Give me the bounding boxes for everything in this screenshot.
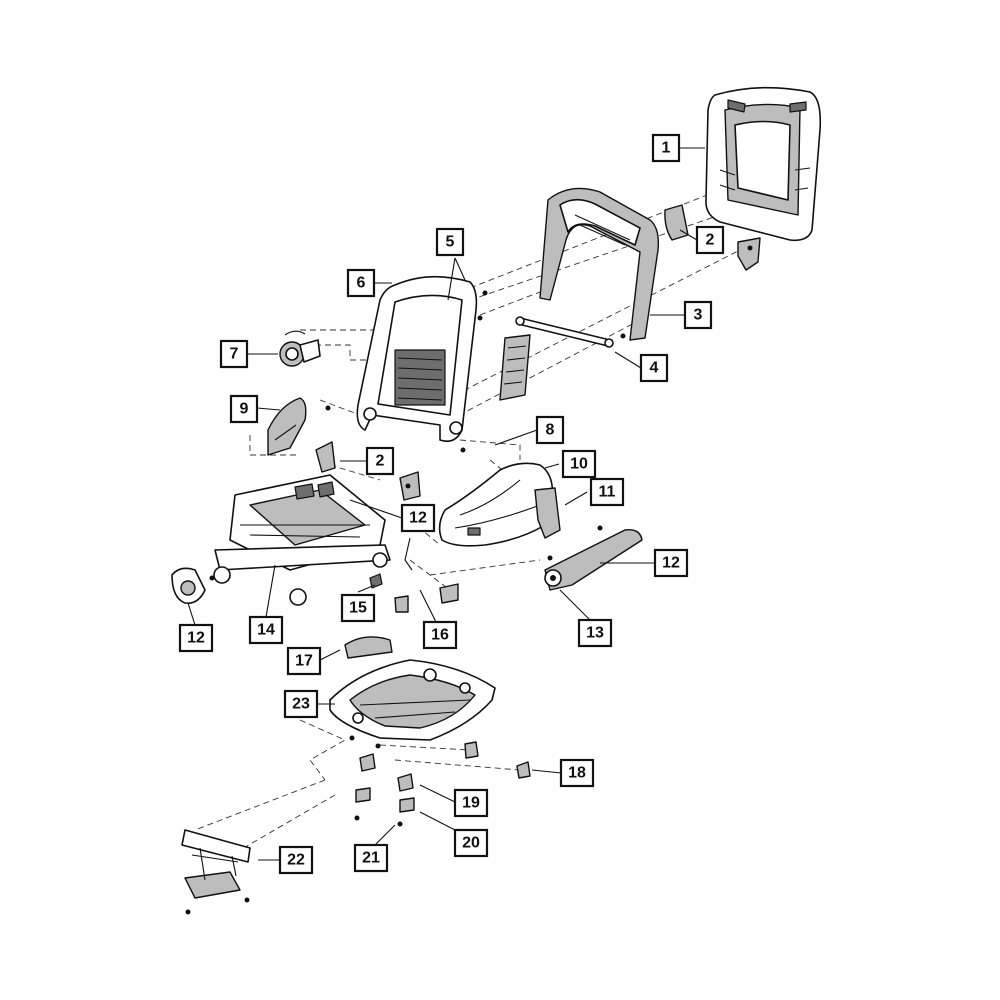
callout-9: 9 [229, 394, 259, 424]
callout-3: 3 [683, 300, 713, 330]
svg-text:17: 17 [295, 653, 313, 670]
callout-6: 6 [346, 268, 376, 298]
svg-text:18: 18 [568, 765, 586, 782]
callout-2-upper: 2 [695, 225, 725, 255]
part-23-seat-base-tray [329, 659, 496, 741]
svg-text:4: 4 [650, 360, 659, 377]
svg-text:20: 20 [462, 835, 480, 852]
svg-text:19: 19 [462, 795, 480, 812]
svg-text:16: 16 [431, 627, 449, 644]
svg-text:10: 10 [570, 456, 588, 473]
callout-20: 20 [453, 828, 489, 858]
svg-text:6: 6 [357, 275, 366, 292]
callout-5: 5 [435, 227, 465, 257]
callout-2-lower: 2 [365, 446, 395, 476]
callout-14: 14 [248, 615, 284, 645]
svg-text:2: 2 [706, 232, 715, 249]
callout-8: 8 [535, 415, 565, 445]
svg-text:12: 12 [662, 555, 680, 572]
part-1-seat-back-cushion [705, 86, 822, 242]
callout-1: 1 [651, 133, 681, 163]
part-11-cushion-pad [534, 487, 561, 539]
svg-text:8: 8 [546, 422, 555, 439]
svg-text:14: 14 [257, 622, 275, 639]
callout-7: 7 [219, 339, 249, 369]
callout-13: 13 [577, 618, 613, 648]
part-22-module-bracket [181, 829, 251, 915]
svg-text:1: 1 [662, 140, 671, 157]
part-14-seat-adjuster [213, 474, 391, 606]
callout-15: 15 [340, 593, 376, 623]
svg-text:5: 5 [446, 234, 455, 251]
part-15-part-16-switches [369, 537, 459, 613]
part-12-pivot-cover-left [171, 567, 215, 605]
part-4-rod [515, 316, 626, 348]
svg-text:12: 12 [409, 510, 427, 527]
leader-lines [187, 147, 705, 861]
svg-text:23: 23 [292, 696, 310, 713]
svg-text:9: 9 [240, 401, 249, 418]
svg-text:15: 15 [349, 600, 367, 617]
svg-text:7: 7 [230, 346, 239, 363]
callout-23: 23 [283, 689, 319, 719]
svg-text:11: 11 [599, 484, 616, 501]
svg-text:2: 2 [376, 453, 385, 470]
callout-12-center: 12 [400, 503, 436, 533]
fastener-clips [349, 735, 531, 827]
svg-text:3: 3 [694, 307, 703, 324]
svg-text:13: 13 [586, 625, 604, 642]
callout-18: 18 [559, 758, 595, 788]
part-9-trim-shield [267, 397, 331, 456]
part-17-harness [344, 636, 393, 659]
part-2-lower-brackets [315, 441, 421, 501]
part-6-seat-back-frame [356, 275, 488, 453]
callout-19: 19 [453, 788, 489, 818]
part-10-seat-cushion [438, 462, 554, 547]
callout-12-left: 12 [178, 623, 214, 653]
callout-4: 4 [639, 353, 669, 383]
callout-10: 10 [561, 449, 597, 479]
callout-21: 21 [353, 843, 389, 873]
callout-22: 22 [278, 845, 314, 875]
callout-16: 16 [422, 620, 458, 650]
part-3-back-frame [539, 187, 660, 341]
part-13-side-shield [544, 525, 643, 591]
callout-17: 17 [286, 646, 322, 676]
lumbar-pad [499, 334, 531, 401]
callout-11: 11 [589, 477, 625, 507]
svg-text:12: 12 [187, 630, 205, 647]
svg-text:21: 21 [362, 850, 380, 867]
part-7-motor [279, 330, 321, 367]
callout-12-right: 12 [653, 548, 689, 578]
svg-text:22: 22 [287, 852, 305, 869]
